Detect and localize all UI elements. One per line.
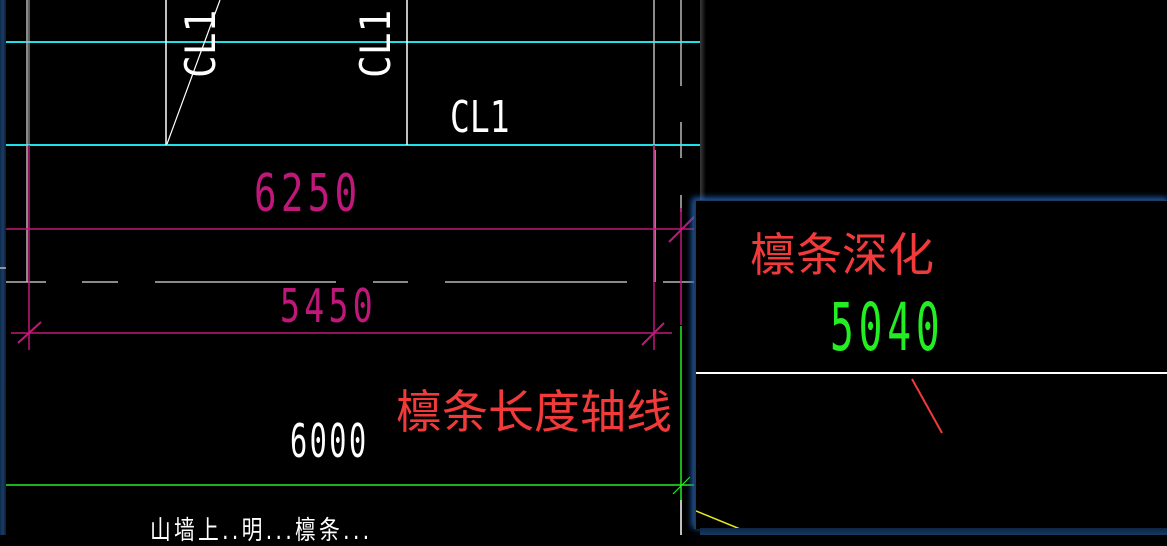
purlin-length-axis-annotation: 檩条长度轴线 [396, 385, 672, 439]
cad-linework [0, 0, 700, 535]
purlin-detail-popup[interactable]: 檩条深化 5040 [694, 200, 1167, 529]
popup-title: 檩条深化 [750, 228, 934, 282]
dimension-upper: 6250 [254, 164, 362, 224]
bottom-note-partial: 山墙上..明...檩条... [150, 516, 373, 546]
dimension-white: 6000 [290, 414, 369, 468]
cad-drawing-canvas[interactable]: CL1 CL1 CL1 6250 5450 6000 檩条长度轴线 山墙上..明… [0, 0, 700, 544]
panel-edge-shadow [700, 0, 706, 200]
popup-linework [696, 378, 943, 529]
beam-label-vertical-left: CL1 [176, 9, 225, 79]
bottom-window-edge [700, 528, 1167, 535]
beam-label-horizontal: CL1 [450, 92, 510, 143]
popup-length-value: 5040 [830, 289, 945, 366]
dimension-lower: 5450 [280, 279, 378, 333]
yellow-line [696, 510, 741, 529]
popup-white-line [696, 372, 1167, 374]
beam-label-vertical-right: CL1 [351, 9, 400, 79]
red-pointer-line [911, 378, 943, 434]
